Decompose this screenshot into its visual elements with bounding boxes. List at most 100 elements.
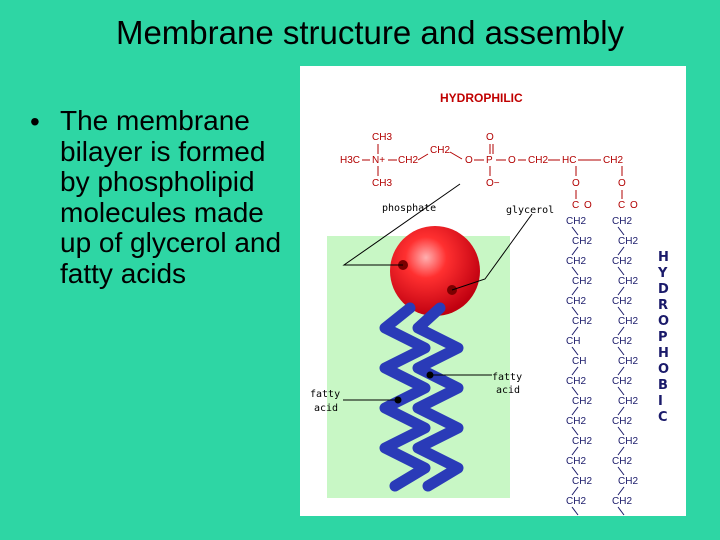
fatty-acid-right-line2: acid [496,385,520,396]
left-chain-bond [571,506,579,516]
left-chain-unit: CH2 [572,316,592,327]
hydrophobic-letter: H [658,346,669,361]
right-chain-unit: CH2 [612,256,632,267]
left-chain-unit: CH [572,356,586,367]
left-chain-unit: CH2 [572,236,592,247]
hydrocarbon-chains: CH2CH2CH2CH2CH2CH2CHCHCH2CH2CH2CH2CH2CH2… [566,216,638,516]
left-chain-bond [571,466,579,476]
left-chain-bond [571,226,579,236]
left-chain-unit: CH2 [566,216,586,227]
right-chain-bond [617,486,625,496]
right-chain-unit: CH2 [612,296,632,307]
right-chain-unit: CH2 [618,356,638,367]
right-chain-unit: CH2 [612,336,632,347]
right-chain-unit: CH2 [618,316,638,327]
left-chain-unit: CH2 [566,256,586,267]
right-chain-bond [617,266,625,276]
right-chain-bond [617,246,625,256]
left-chain-bond [571,306,579,316]
left-chain-bond [571,366,579,376]
right-chain-bond [617,346,625,356]
phosphate-glycerol-formula: CH3 H3C N+ CH2 CH2 O P O O− O CH2 HC CH2… [340,132,638,211]
o-double: O [486,132,494,143]
left-chain-unit: CH2 [572,436,592,447]
right-chain-bond [617,366,625,376]
fatty-acid-left-line1: fatty [310,389,340,400]
left-chain-unit: CH2 [566,456,586,467]
right-chain-bond [617,506,625,516]
n-plus: N+ [372,155,385,166]
left-chain-bond [571,446,579,456]
right-chain-unit: CH2 [612,496,632,507]
bullet-text: The membrane bilayer is formed by phosph… [60,105,282,289]
right-chain-bond [617,386,625,396]
right-chain-bond [617,406,625,416]
right-chain-bond [617,426,625,436]
o-b: O [508,155,516,166]
o-minus: O− [486,178,500,189]
ch3-bottom: CH3 [372,178,392,189]
right-chain-bond [617,306,625,316]
left-chain-bond [571,426,579,436]
left-chain-bond [571,386,579,396]
ch2-d: CH2 [603,155,623,166]
fatty-acid-left-line2: acid [314,403,338,414]
right-chain-unit: CH2 [612,216,632,227]
left-chain-unit: CH2 [566,496,586,507]
left-chain-unit: CH2 [572,276,592,287]
o-e: O [584,200,592,211]
hydrophobic-letter: H [658,250,669,265]
ch2-b: CH2 [430,145,450,156]
right-chain-unit: CH2 [618,236,638,247]
ch2-c: CH2 [528,155,548,166]
o-d: O [618,178,626,189]
diagram-svg: HYDROPHILIC CH3 H3C N+ CH2 CH2 O P O O− … [310,91,669,516]
hydrophilic-head [390,226,480,316]
left-chain-bond [571,406,579,416]
left-chain-bond [571,326,579,336]
left-chain-bond [571,486,579,496]
right-chain-unit: CH2 [618,436,638,447]
h3c: H3C [340,155,360,166]
hydrophobic-letter: O [658,362,669,377]
o-a: O [465,155,473,166]
left-chain-bond [571,266,579,276]
right-chain-bond [617,446,625,456]
ch3-top: CH3 [372,132,392,143]
hydrophobic-letter: D [658,282,669,297]
ch2-a: CH2 [398,155,418,166]
hydrophilic-label: HYDROPHILIC [440,91,523,105]
right-chain-unit: CH2 [618,276,638,287]
right-chain-bond [617,286,625,296]
hydrophobic-letter: R [658,298,668,313]
hydrophobic-letter: O [658,314,669,329]
slide-title: Membrane structure and assembly [115,14,625,51]
p-atom: P [486,155,493,166]
right-chain-unit: CH2 [618,476,638,487]
right-chain-bond [617,466,625,476]
o-c: O [572,178,580,189]
right-chain-unit: CH2 [618,396,638,407]
left-chain-unit: CH2 [572,476,592,487]
right-chain-bond [617,326,625,336]
left-chain-unit: CH2 [572,396,592,407]
right-chain-unit: CH2 [612,456,632,467]
left-chain-bond [571,246,579,256]
fatty-acid-right-line1: fatty [492,372,522,383]
bullet-dot-icon: • [30,106,40,137]
left-chain-unit: CH [566,336,580,347]
fatty-acid-tail-left [379,302,431,492]
left-chain-unit: CH2 [566,416,586,427]
right-chain-bond [617,226,625,236]
right-chain-unit: CH2 [612,416,632,427]
left-chain-unit: CH2 [566,376,586,387]
hydrophobic-letter: P [658,330,668,345]
hydrophobic-letter: B [658,378,668,393]
hydrophobic-letter: C [658,410,668,425]
fatty-acid-tail-right [412,302,464,492]
hydrophobic-letter: I [658,394,663,409]
phosphate-label: phosphate [382,203,436,214]
left-chain-bond [571,346,579,356]
c-a: C [572,200,579,211]
